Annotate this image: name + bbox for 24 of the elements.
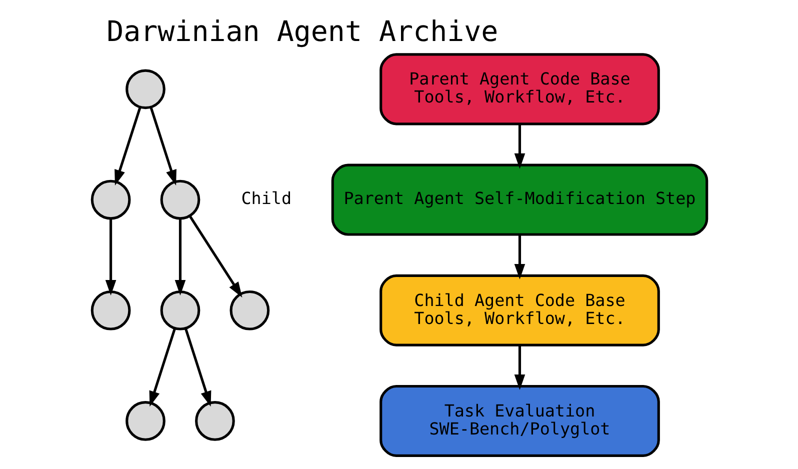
node-circle [229,290,270,330]
arrow [148,328,176,407]
node-box: Parent Agent Code Base Tools, Workflow, Etc. [379,53,660,126]
arrow [104,218,116,296]
node-circle [90,180,130,220]
node-box: Child Agent Code Base Tools, Workflow, Etc. [379,274,660,346]
node-circle [160,180,200,220]
diagram-title: Darwinian Agent Archive [106,15,498,48]
arrow [514,345,525,390]
arrow [114,106,141,186]
arrow [149,106,176,186]
node-box: Task Evaluation SWE-Bench/Polyglot [379,384,660,457]
arrow [188,215,242,298]
arrow [514,234,525,280]
node-box: Parent Agent Self-Modification Step [330,164,708,236]
node-label: Child [240,188,292,208]
node-circle [160,290,200,330]
node-circle [125,69,165,110]
arrow [514,124,525,169]
node-circle [125,401,165,441]
node-circle [194,401,234,441]
node-circle [90,290,130,330]
arrow [174,218,186,296]
arrow [184,328,211,407]
